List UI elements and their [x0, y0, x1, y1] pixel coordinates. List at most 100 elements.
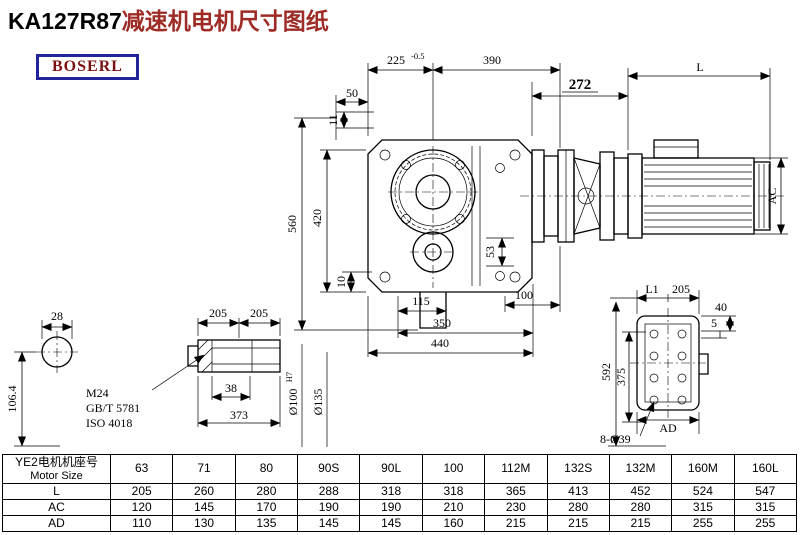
table-cell: 160: [421, 515, 486, 533]
table-cell: 215: [608, 515, 673, 533]
dim-373: 373: [230, 408, 248, 422]
dim-bore-100: Ø100: [286, 389, 300, 416]
table-header-cell: 112M: [484, 453, 548, 485]
dim-40: 40: [715, 300, 727, 314]
table-cell: 315: [733, 499, 798, 517]
motor-rear-view: [630, 308, 709, 418]
table-cell: 260: [172, 483, 236, 501]
dim-bore-fit-H7: H7: [284, 372, 294, 382]
table-row-label: AD: [2, 515, 111, 533]
table-cell: 190: [359, 499, 423, 517]
shaft-end-view: [36, 331, 78, 373]
dim-225: 225: [387, 53, 405, 67]
dim-560: 560: [285, 215, 299, 233]
label-standard-gbt: GB/T 5781: [86, 401, 140, 415]
brand-logo-text: BOSERL: [52, 58, 123, 75]
dim-225-tolerance: -0.5: [411, 51, 424, 61]
table-cell: 288: [297, 483, 361, 501]
dim-L1: L1: [645, 282, 658, 296]
table-cell: 452: [608, 483, 673, 501]
shaft-section-view: [187, 339, 281, 373]
dim-AC: AC: [765, 188, 779, 205]
dim-106-4: 106.4: [5, 386, 19, 413]
table-header-cell: 132S: [546, 453, 610, 485]
table-cell: 280: [234, 483, 299, 501]
table-cell: 280: [546, 499, 610, 517]
table-cell: 315: [671, 499, 735, 517]
table-row-label: AC: [2, 499, 111, 517]
dim-205-rear: 205: [672, 282, 690, 296]
table-header-cell: 132M: [608, 453, 673, 485]
dim-350: 350: [433, 316, 451, 330]
table-cell: 365: [484, 483, 548, 501]
dimension-annotations: 225 -0.5 390 50 11 272 L 560: [5, 51, 788, 447]
motor-side-view: [520, 139, 786, 243]
label-thread-M24: M24: [86, 386, 109, 400]
table-cell: 190: [297, 499, 361, 517]
page-title: KA127R87减速机电机尺寸图纸: [8, 2, 329, 36]
dim-100: 100: [515, 288, 533, 302]
title-suffix: 减速机电机尺寸图纸: [121, 8, 329, 34]
dim-flange-135: Ø135: [311, 389, 325, 416]
table-cell: 145: [359, 515, 423, 533]
table-cell: 205: [109, 483, 174, 501]
dim-272: 272: [569, 77, 592, 93]
table-cell: 215: [546, 515, 610, 533]
dim-420: 420: [310, 209, 324, 227]
gearbox-front-view: [367, 139, 533, 329]
table-cell: 145: [297, 515, 361, 533]
table-cell: 110: [109, 515, 174, 533]
dim-205-b: 205: [250, 306, 268, 320]
dim-38: 38: [225, 381, 237, 395]
dim-28: 28: [51, 309, 63, 323]
table-header-cell: 90S: [297, 453, 361, 485]
label-standard-iso: ISO 4018: [86, 416, 132, 430]
dim-375: 375: [614, 368, 628, 386]
dim-205-a: 205: [209, 306, 227, 320]
table-cell: 215: [484, 515, 548, 533]
dim-8-holes: 8-Ø39: [600, 432, 631, 446]
table-cell: 547: [733, 483, 798, 501]
table-cell: 413: [546, 483, 610, 501]
table-header-cell: 71: [172, 453, 236, 485]
dim-53: 53: [483, 246, 497, 258]
table-cell: 135: [234, 515, 299, 533]
table-cell: 120: [109, 499, 174, 517]
dim-440: 440: [431, 336, 449, 350]
table-header-cell: 160L: [733, 453, 798, 485]
table-header-cell: 100: [421, 453, 486, 485]
table-cell: 318: [359, 483, 423, 501]
dim-50: 50: [346, 86, 358, 100]
dim-115: 115: [412, 294, 430, 308]
table-cell: 255: [671, 515, 735, 533]
table-cell: 524: [671, 483, 735, 501]
model-number: KA127R87: [8, 8, 122, 34]
dim-11: 11: [326, 114, 340, 126]
table-cell: 230: [484, 499, 548, 517]
technical-drawing: 225 -0.5 390 50 11 272 L 560: [5, 51, 788, 447]
dim-5: 5: [711, 316, 717, 330]
brand-logo: BOSERL: [36, 54, 139, 80]
table-cell: 318: [421, 483, 486, 501]
dim-390: 390: [483, 53, 501, 67]
table-header-cell: 80: [234, 453, 299, 485]
dim-AD: AD: [659, 421, 677, 435]
table-header-cell: 90L: [359, 453, 423, 485]
table-cell: 280: [608, 499, 673, 517]
table-cell: 145: [172, 499, 236, 517]
table-row-label: L: [2, 483, 111, 501]
table-cell: 210: [421, 499, 486, 517]
table-header-cell: 63: [109, 453, 174, 485]
table-cell: 255: [733, 515, 798, 533]
table-cell: 130: [172, 515, 236, 533]
dim-592: 592: [599, 363, 613, 381]
dim-motor-length-L: L: [696, 60, 703, 74]
table-header-cell: 160M: [671, 453, 735, 485]
table-cell: 170: [234, 499, 299, 517]
